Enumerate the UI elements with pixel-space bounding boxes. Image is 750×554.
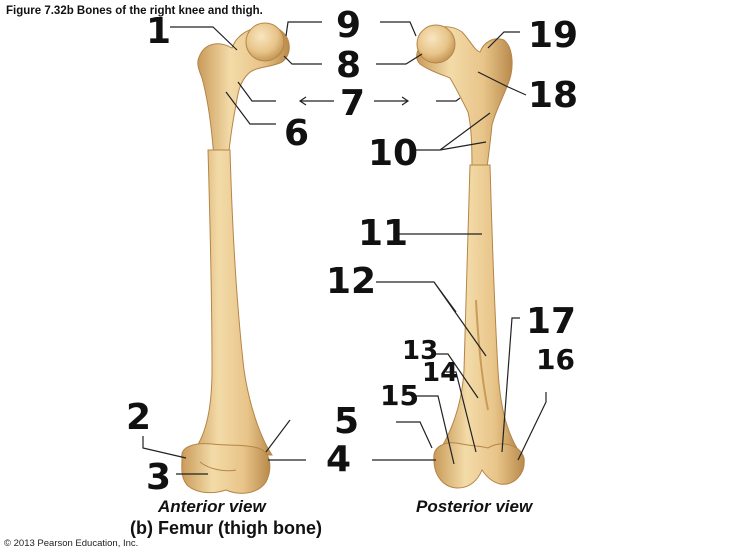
label-16: 16 bbox=[536, 343, 575, 376]
leader-line-5a bbox=[265, 419, 291, 453]
label-7: 7 bbox=[340, 83, 366, 124]
anterior-femur bbox=[181, 22, 290, 494]
label-13: 13 bbox=[402, 336, 439, 366]
figure-caption: (b) Femur (thigh bone) bbox=[130, 518, 322, 538]
anterior-femur-shaft bbox=[188, 149, 273, 456]
label-5: 5 bbox=[334, 401, 360, 442]
label-14: 14 bbox=[422, 358, 459, 388]
label-2: 2 bbox=[126, 397, 152, 438]
leader-line-14 bbox=[446, 371, 477, 453]
figure-title: Figure 7.32b Bones of the right knee and… bbox=[6, 5, 263, 17]
arrows-7 bbox=[298, 96, 410, 106]
anterior-view-label: Anterior view bbox=[158, 497, 266, 516]
label-17: 17 bbox=[526, 301, 577, 342]
leader-line-8b bbox=[376, 53, 423, 65]
leader-line-1 bbox=[170, 26, 238, 51]
label-10: 10 bbox=[368, 133, 419, 174]
copyright-notice: © 2013 Pearson Education, Inc. bbox=[4, 538, 139, 549]
label-4: 4 bbox=[326, 439, 352, 480]
leader-line-13 bbox=[432, 353, 479, 399]
leader-line-18 bbox=[477, 71, 527, 96]
leader-lines bbox=[142, 21, 547, 475]
label-3: 3 bbox=[146, 457, 172, 498]
posterior-femoral-head bbox=[416, 24, 456, 64]
label-11: 11 bbox=[358, 213, 409, 254]
posterior-femur-proximal bbox=[416, 26, 513, 176]
leader-line-12 bbox=[376, 281, 487, 357]
leader-line-16 bbox=[517, 392, 547, 461]
posterior-femur-condyles bbox=[433, 442, 525, 489]
leader-line-5b bbox=[396, 421, 433, 449]
label-18: 18 bbox=[528, 75, 579, 116]
arrow-right-icon bbox=[374, 96, 410, 106]
label-6: 6 bbox=[284, 113, 310, 154]
leader-line-8a bbox=[283, 55, 322, 65]
label-9: 9 bbox=[336, 5, 362, 46]
anterior-femur-condyles bbox=[181, 443, 271, 494]
label-1: 1 bbox=[146, 11, 172, 52]
label-15: 15 bbox=[380, 379, 419, 412]
posterior-view-label: Posterior view bbox=[416, 497, 533, 516]
leader-line-2 bbox=[142, 436, 187, 459]
label-8: 8 bbox=[336, 45, 362, 86]
leader-line-19 bbox=[487, 31, 520, 49]
leader-line-9b bbox=[380, 21, 417, 37]
leader-line-17 bbox=[501, 317, 520, 453]
anterior-femoral-head bbox=[245, 22, 285, 62]
leader-line-6 bbox=[225, 91, 276, 125]
leader-line-7a bbox=[237, 81, 276, 102]
label-19: 19 bbox=[528, 15, 579, 56]
leader-line-9a bbox=[285, 21, 322, 37]
label-12: 12 bbox=[326, 261, 377, 302]
leader-line-15 bbox=[412, 395, 455, 465]
leader-line-7b bbox=[436, 97, 461, 102]
arrow-left-icon bbox=[298, 96, 334, 106]
leader-line-10 bbox=[410, 112, 491, 151]
posterior-femur bbox=[416, 24, 525, 489]
